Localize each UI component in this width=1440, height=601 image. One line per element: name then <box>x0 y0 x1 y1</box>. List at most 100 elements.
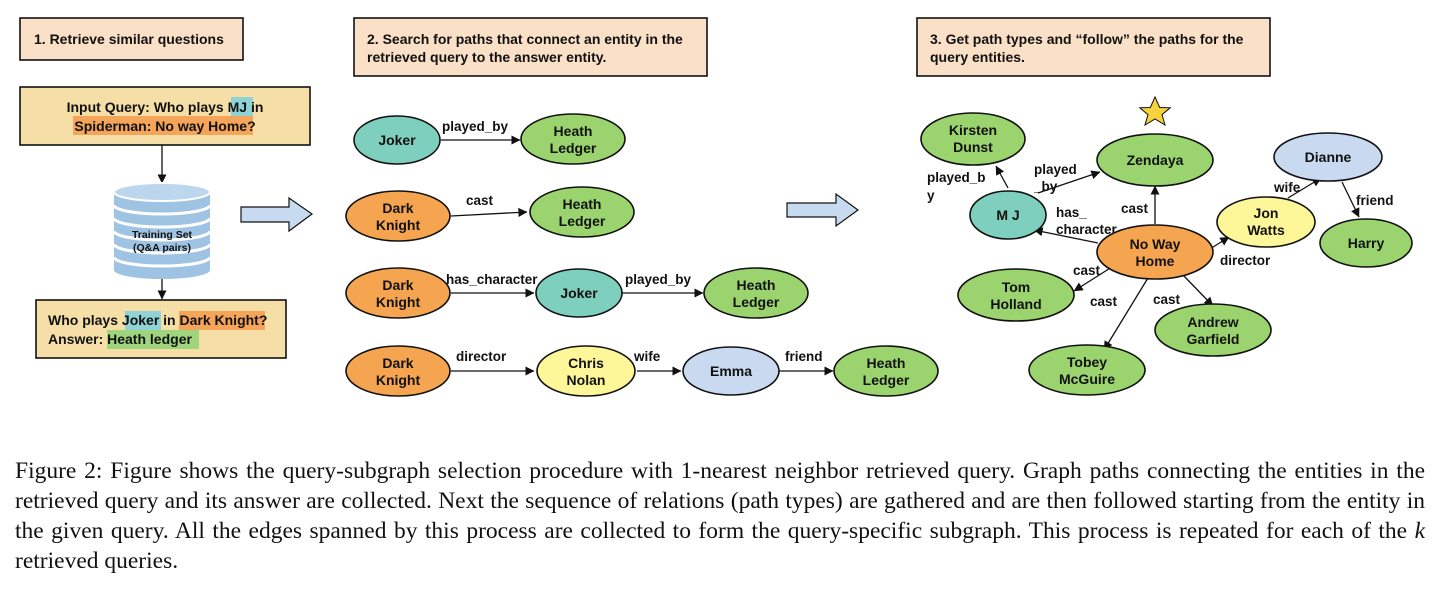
step-arrow-2-icon <box>786 192 860 228</box>
svg-text:Knight: Knight <box>376 294 421 310</box>
edge-label-director: director <box>456 349 507 364</box>
retrieved-query-box: Who plays Joker in Dark Knight? Answer: … <box>35 299 287 359</box>
node-andrew-garfield: Andrew Garfield <box>1154 303 1272 357</box>
svg-text:Dark: Dark <box>382 200 413 216</box>
input-query-line2: Spiderman: No way Home? <box>74 118 255 134</box>
caption-text: Figure 2: Figure shows the query-subgrap… <box>15 458 1425 544</box>
edge-label-character: character <box>1056 222 1118 237</box>
node-no-way-home: No Way Home <box>1096 224 1214 280</box>
svg-text:Dark: Dark <box>382 355 413 371</box>
svg-text:Heath: Heath <box>867 355 906 371</box>
edge-label-played-by-wrap2: y <box>927 188 935 203</box>
svg-text:Dunst: Dunst <box>953 139 993 155</box>
caption-k: k <box>1414 518 1425 544</box>
svg-text:Joker: Joker <box>378 132 416 148</box>
input-query-box: Input Query: Who plays MJ in Spiderman: … <box>19 86 311 146</box>
svg-text:Joker: Joker <box>560 285 598 301</box>
svg-text:Dark: Dark <box>382 277 413 293</box>
svg-text:Holland: Holland <box>990 296 1041 312</box>
edge-nowayhome-mj <box>1033 227 1099 244</box>
svg-text:Kirsten: Kirsten <box>949 122 997 138</box>
svg-text:Watts: Watts <box>1247 222 1285 238</box>
step-arrow-1-icon <box>240 196 314 233</box>
edge-label-cast: cast <box>466 193 494 208</box>
training-set-database-icon: Training Set (Q&A pairs) <box>112 182 212 279</box>
svg-text:Tobey: Tobey <box>1067 354 1107 370</box>
svg-text:Knight: Knight <box>376 217 421 233</box>
edge-jonwatts-dianne <box>1287 177 1322 199</box>
svg-text:Emma: Emma <box>710 363 752 379</box>
svg-text:Chris: Chris <box>568 355 604 371</box>
node-dianne: Dianne <box>1273 132 1383 182</box>
svg-text:No Way: No Way <box>1130 236 1181 252</box>
step3-box: 3. Get path types and “follow” the paths… <box>916 17 1271 77</box>
retrieved-question: Who plays Joker in Dark Knight? <box>48 312 267 328</box>
database-label-line1: Training Set <box>132 229 193 241</box>
edge-label-played-by-wrap1: played_b <box>927 170 986 185</box>
svg-text:Ledger: Ledger <box>733 294 780 310</box>
edge-label-played: played <box>1034 162 1077 177</box>
highlight-entity-joker <box>125 311 161 330</box>
highlight-movie-dark-knight <box>179 311 265 330</box>
figure-caption: Figure 2: Figure shows the query-subgrap… <box>15 456 1425 576</box>
edge-label-played-by: played_by <box>625 272 692 287</box>
svg-text:Heath: Heath <box>563 196 602 212</box>
highlight-answer <box>107 330 199 349</box>
node-kirsten-dunst: Kirsten Dunst <box>920 112 1026 166</box>
svg-text:Jon: Jon <box>1254 205 1279 221</box>
edge-label-friend: friend <box>785 349 823 364</box>
svg-text:Ledger: Ledger <box>559 213 606 229</box>
svg-text:Harry: Harry <box>1348 235 1385 251</box>
edge-mj-kirsten <box>995 165 1009 189</box>
svg-text:Heath: Heath <box>737 277 776 293</box>
svg-text:McGuire: McGuire <box>1059 371 1115 387</box>
step1-title: 1. Retrieve similar questions <box>34 31 224 47</box>
highlight-entity-mj <box>231 97 253 116</box>
step2-box: 2. Search for paths that connect an enti… <box>353 17 708 77</box>
node-zendaya: Zendaya <box>1096 133 1214 187</box>
node-joker: Joker <box>535 268 623 318</box>
svg-text:Heath: Heath <box>554 123 593 139</box>
node-heath-ledger: Heath Ledger <box>529 186 635 238</box>
edge-label-has: has_ <box>1056 205 1087 220</box>
svg-text:Knight: Knight <box>376 372 421 388</box>
edge-dianne-harry <box>1341 181 1360 218</box>
node-chris-nolan: Chris Nolan <box>536 345 636 397</box>
svg-text:Tom: Tom <box>1002 279 1031 295</box>
edge-label-cast: cast <box>1153 292 1181 307</box>
node-dark-knight: Dark Knight <box>345 345 451 397</box>
database-label-line2: (Q&A pairs) <box>133 242 191 254</box>
edge-label-played-by: played_by <box>442 119 509 134</box>
svg-text:Garfield: Garfield <box>1187 331 1240 347</box>
edge-nowayhome-jonwatts <box>1209 236 1230 250</box>
step2-title-line2: retrieved query to the answer entity. <box>367 49 606 65</box>
edge-label-by: _by <box>1033 179 1058 194</box>
step2-title-line1: 2. Search for paths that connect an enti… <box>367 31 683 47</box>
edge-nowayhome-tobey <box>1103 277 1149 351</box>
edge-label-has-character: has_character <box>446 272 538 287</box>
edge-label-wife: wife <box>633 349 661 364</box>
edge-label-cast: cast <box>1090 294 1118 309</box>
edge-nowayhome-tom <box>1073 264 1116 292</box>
highlight-movie-no-way-home <box>73 116 253 135</box>
input-query-line1: Input Query: Who plays MJ in <box>67 99 264 115</box>
svg-text:Zendaya: Zendaya <box>1127 152 1184 168</box>
node-joker: Joker <box>353 115 441 165</box>
node-harry: Harry <box>1319 218 1413 268</box>
edge-label-cast: cast <box>1121 201 1149 216</box>
node-heath-ledger: Heath Ledger <box>833 345 939 397</box>
svg-text:Andrew: Andrew <box>1187 314 1238 330</box>
retrieved-answer: Answer: Heath ledger <box>48 331 192 347</box>
svg-text:M J: M J <box>996 207 1019 223</box>
step3-title-line1: 3. Get path types and “follow” the paths… <box>930 31 1244 47</box>
edge-darkknight-heath <box>450 207 528 217</box>
edge-label-director: director <box>1220 253 1271 268</box>
node-tom-holland: Tom Holland <box>957 268 1075 322</box>
node-dark-knight: Dark Knight <box>345 267 451 319</box>
svg-text:Nolan: Nolan <box>567 372 606 388</box>
caption-end: retrieved queries. <box>15 548 179 574</box>
node-heath-ledger: Heath Ledger <box>520 113 626 165</box>
node-tobey-mcguire: Tobey McGuire <box>1028 344 1146 396</box>
